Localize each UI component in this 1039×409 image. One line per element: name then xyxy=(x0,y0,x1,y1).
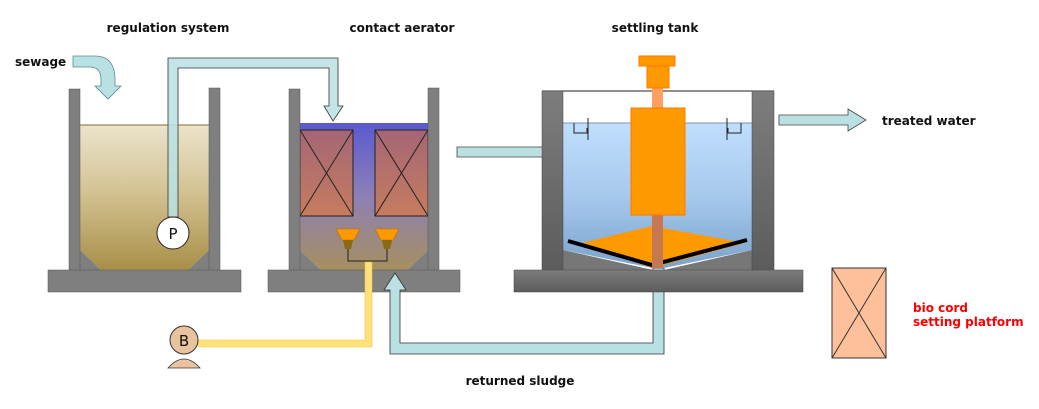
regulation-tank xyxy=(47,87,242,293)
blower-b: B xyxy=(167,325,201,369)
transfer-pipe xyxy=(167,57,344,218)
label-returned-sludge: returned sludge xyxy=(466,374,575,388)
label-regulation-system: regulation system xyxy=(107,21,230,35)
diffusers xyxy=(335,228,400,262)
media-block-right xyxy=(374,129,429,217)
sewage-inflow-arrow xyxy=(72,55,122,100)
treated-water-arrow xyxy=(778,108,867,132)
label-biocord-1: bio cord xyxy=(913,301,968,315)
motor-cap xyxy=(638,55,676,67)
label-settling-tank: settling tank xyxy=(612,21,700,35)
drive-shaft-lower xyxy=(652,215,663,268)
label-treated-water: treated water xyxy=(882,114,976,128)
media-block-left xyxy=(299,129,354,217)
air-pipe xyxy=(197,261,373,348)
label-contact-aerator: contact aerator xyxy=(350,21,455,35)
motor-body xyxy=(646,65,670,89)
blower-b-label: B xyxy=(179,332,189,350)
contact-aerator-tank xyxy=(267,87,461,293)
pump-p: P xyxy=(156,216,190,250)
settling-tank xyxy=(513,55,804,293)
pump-p-label: P xyxy=(168,225,177,243)
biocord-legend-box xyxy=(831,267,887,359)
return-sludge-pipe xyxy=(383,267,665,355)
center-well xyxy=(630,107,686,216)
label-sewage: sewage xyxy=(15,55,66,69)
label-biocord-2: setting platform xyxy=(913,315,1024,329)
drive-shaft-upper xyxy=(652,88,663,108)
